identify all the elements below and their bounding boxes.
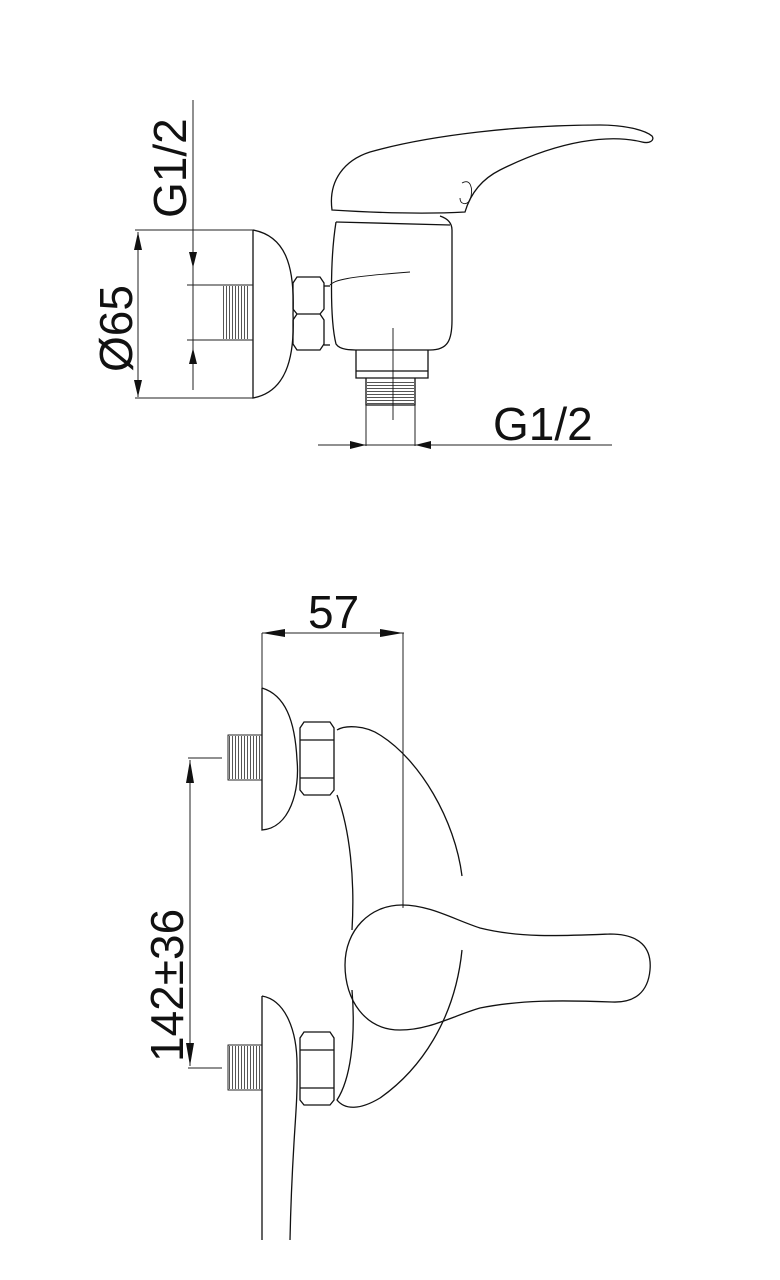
- arrow-icon: [134, 380, 142, 397]
- hex-nut: [292, 276, 325, 351]
- mixer-body: [330, 215, 453, 351]
- arrow-icon: [262, 629, 285, 637]
- inlet-thread-label: G1/2: [144, 118, 196, 218]
- arrow-icon: [415, 441, 431, 449]
- upper-hex-nut: [299, 721, 335, 796]
- inlet-spacing-label: 142±36: [141, 909, 193, 1062]
- front-view: 57 142±36: [141, 586, 651, 1241]
- inlet-thread: [221, 286, 250, 339]
- arrow-icon: [134, 232, 142, 250]
- lower-hex-nut: [299, 1031, 335, 1106]
- lower-escutcheon: [261, 995, 298, 1241]
- mixer-body-outline: [336, 726, 463, 1108]
- projection-label: 57: [308, 586, 359, 638]
- arrow-icon: [380, 629, 403, 637]
- upper-inlet-thread: [229, 736, 261, 779]
- arrow-icon: [350, 441, 366, 449]
- outlet-thread: [367, 380, 414, 404]
- top-view: G1/2 Ø65: [90, 100, 654, 450]
- arrow-icon: [189, 252, 197, 268]
- outlet-thread-label: G1/2: [493, 398, 593, 450]
- arrow-icon: [189, 348, 197, 364]
- escutcheon-diameter-label: Ø65: [90, 285, 142, 372]
- lever-handle: [330, 124, 654, 214]
- lever-handle: [344, 904, 651, 1031]
- escutcheon: [252, 229, 294, 399]
- arrow-icon: [186, 760, 194, 783]
- outlet-neck: [355, 350, 429, 379]
- lower-inlet-thread: [229, 1046, 261, 1089]
- upper-escutcheon: [261, 687, 299, 831]
- arrow-icon: [186, 1043, 194, 1066]
